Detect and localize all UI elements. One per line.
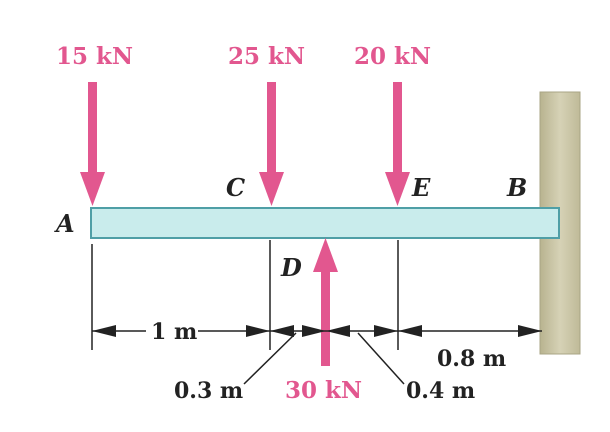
load-label-a: 15 kN — [56, 43, 133, 70]
point-label-a: A — [54, 209, 75, 238]
point-label-e: E — [411, 173, 431, 202]
load-arrow-a — [80, 82, 105, 206]
load-label-d: 30 kN — [285, 377, 362, 404]
dimension-label-cd: 0.3 m — [174, 378, 243, 404]
dimension-label-eb: 0.8 m — [437, 346, 506, 372]
dimension-line — [92, 325, 542, 337]
beam — [90, 207, 560, 239]
point-label-d: D — [280, 253, 302, 282]
point-label-b: B — [506, 173, 527, 202]
point-label-c: C — [226, 173, 245, 202]
leader-lines — [243, 332, 405, 385]
extension-lines — [91, 240, 399, 350]
load-label-c: 25 kN — [228, 43, 305, 70]
dimension-label-de: 0.4 m — [406, 378, 475, 404]
load-arrow-e — [385, 82, 410, 206]
load-label-e: 20 kN — [354, 43, 431, 70]
dimension-label-ac: 1 m — [151, 319, 197, 345]
load-arrow-c — [259, 82, 284, 206]
load-arrow-d — [313, 238, 338, 366]
label-gap — [146, 316, 198, 346]
